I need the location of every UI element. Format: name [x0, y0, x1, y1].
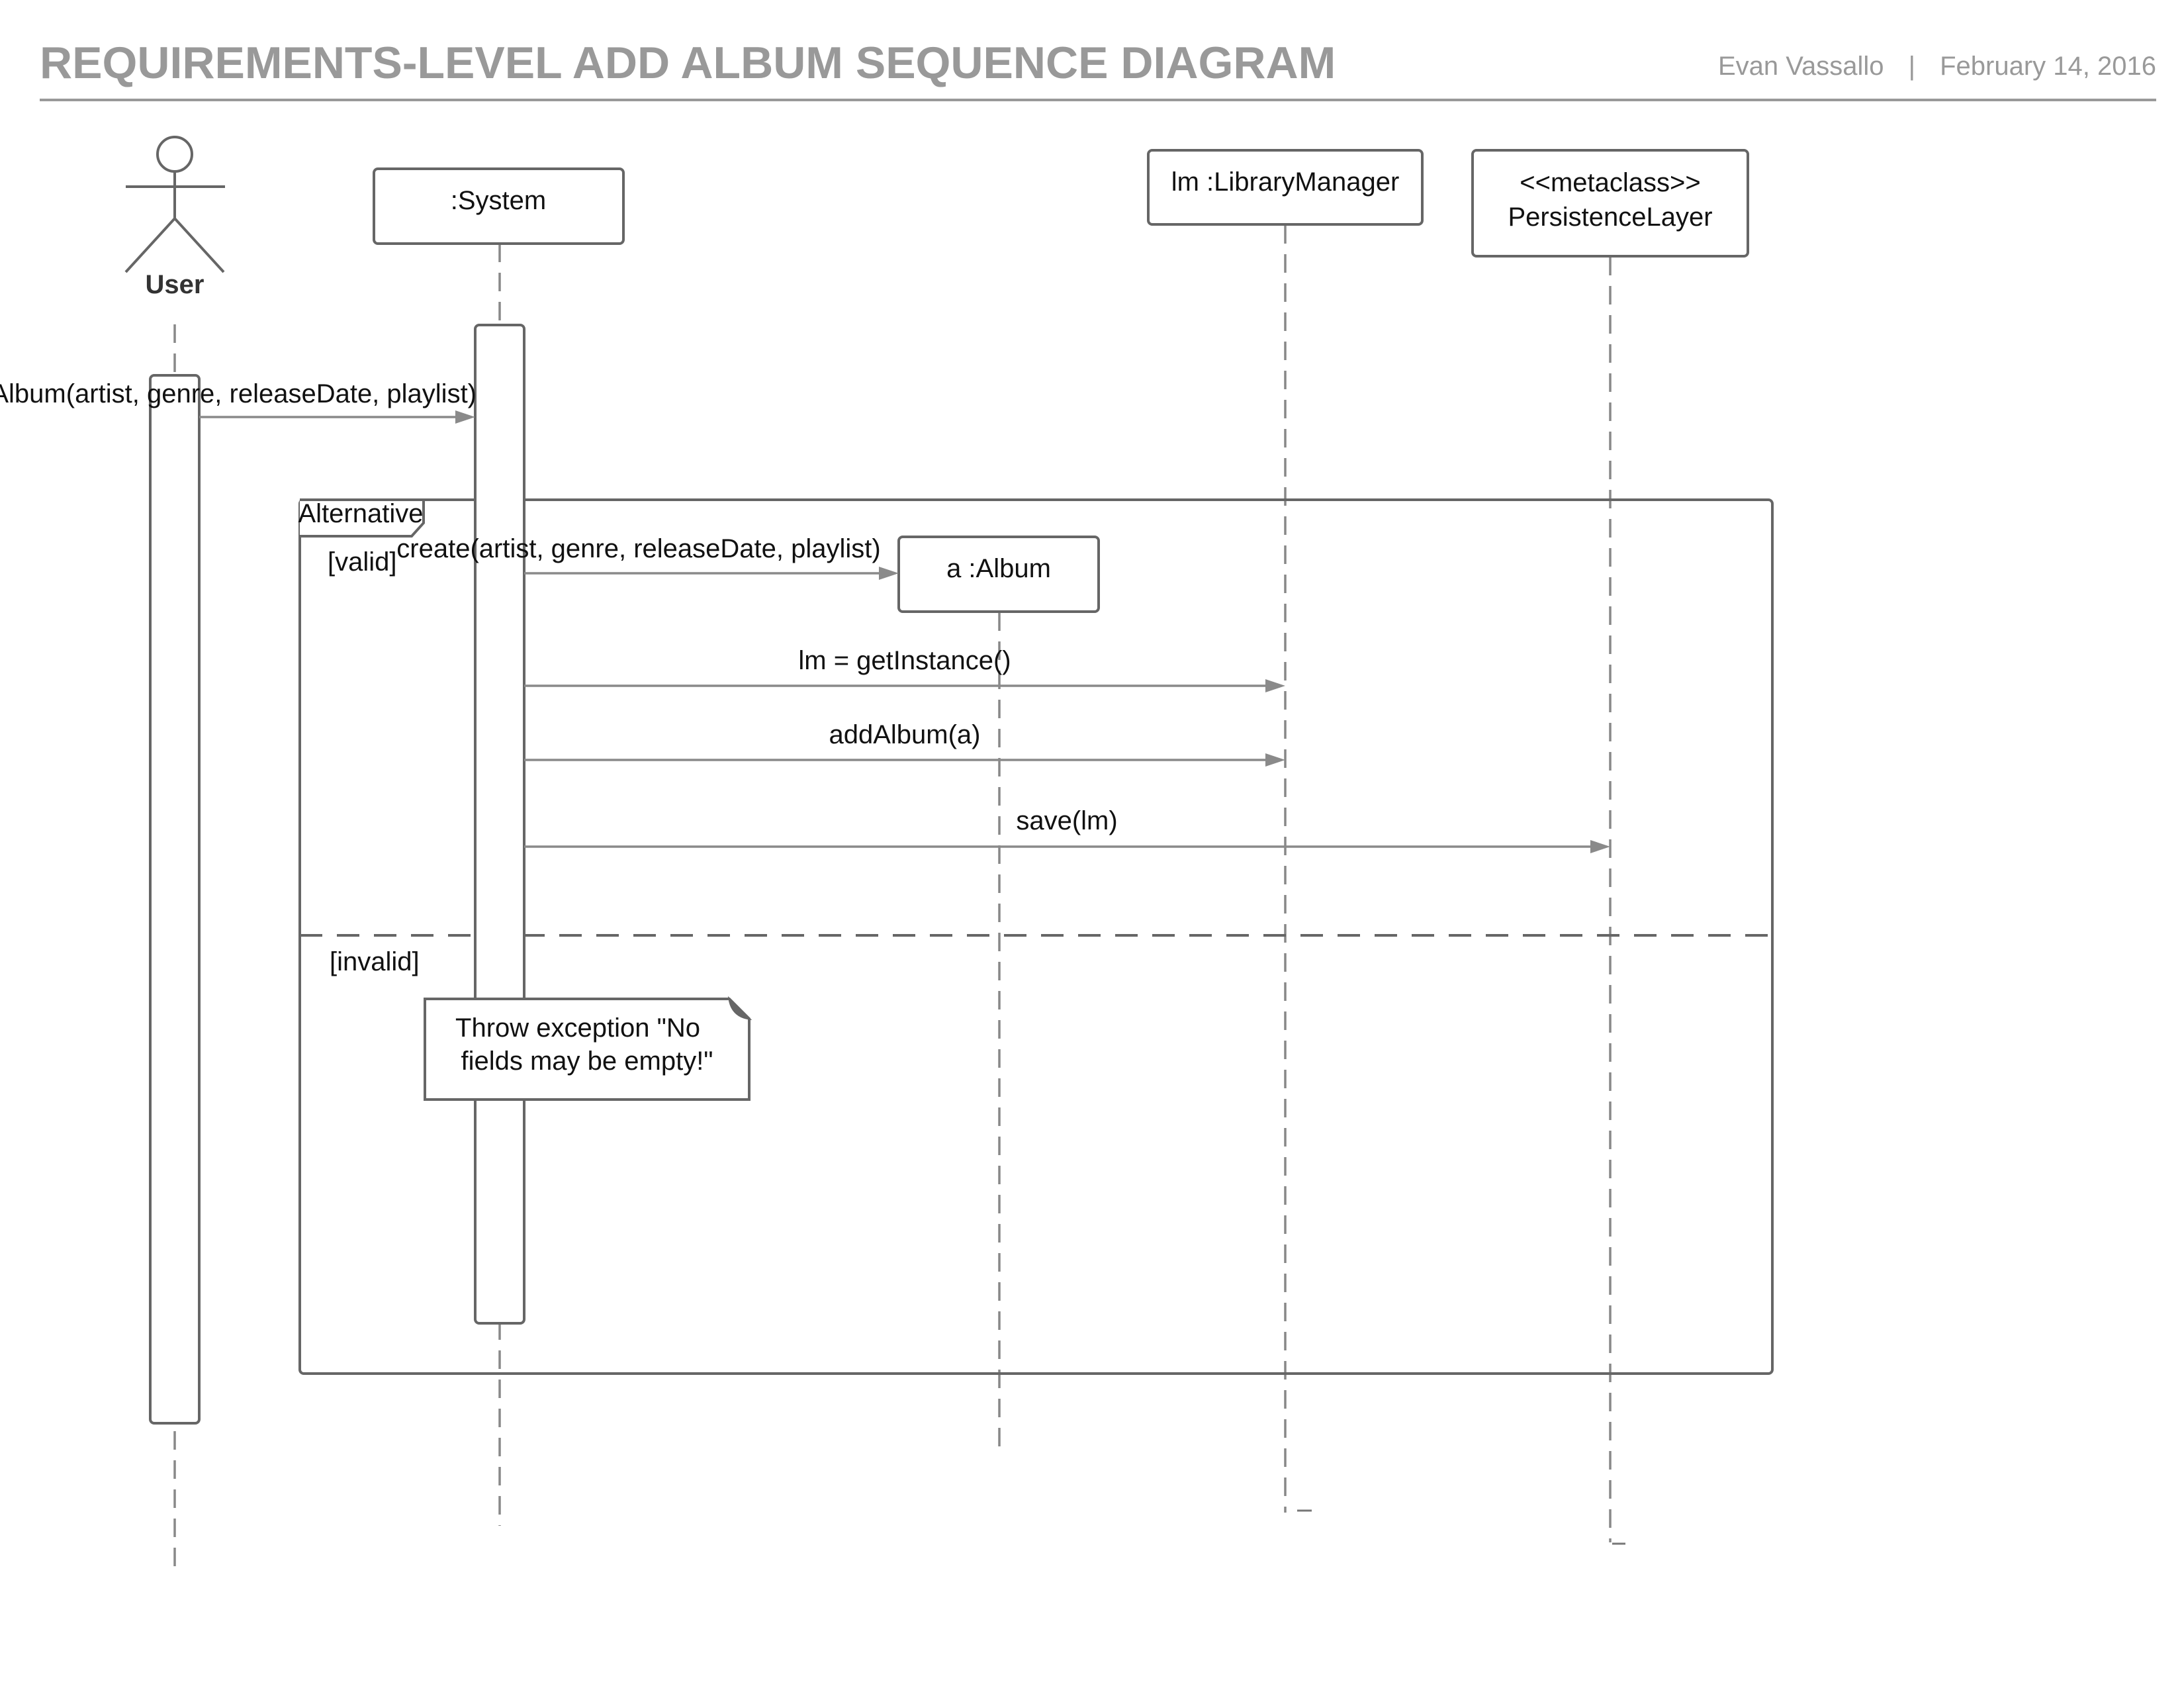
- participant-box: [373, 167, 625, 245]
- participant-label: a :Album: [946, 554, 1051, 583]
- arrowhead: [1590, 840, 1610, 853]
- exception-note: Throw exception "No fields may be empty!…: [424, 996, 752, 1101]
- note-folded-corner: [727, 996, 752, 1021]
- guard-invalid: [invalid]: [330, 947, 420, 976]
- participant-album: a :Album: [897, 536, 1100, 613]
- header-meta: Evan Vassallo | February 14, 2016: [1718, 52, 2156, 81]
- message-add-album: addAlbum(artist, genre, releaseDate, pla…: [0, 379, 477, 424]
- arrowhead: [455, 410, 475, 424]
- user-actor: User: [124, 136, 225, 299]
- message-add-album-a: addAlbum(a): [524, 720, 1285, 767]
- message-label: create(artist, genre, releaseDate, playl…: [396, 534, 880, 563]
- participant-label: lm :LibraryManager: [1171, 167, 1400, 197]
- message-label: lm = getInstance(): [798, 646, 1011, 675]
- message-label: addAlbum(a): [829, 720, 980, 749]
- user-activation-bar: [149, 374, 201, 1425]
- participant-label: :System: [451, 186, 546, 215]
- note-text-line-2: fields may be empty!": [461, 1047, 713, 1076]
- stereotype-label: <<metaclass>>: [1520, 168, 1701, 197]
- page-title: REQUIREMENTS-LEVEL ADD ALBUM SEQUENCE DI…: [40, 38, 1336, 88]
- note-text-line-1: Throw exception "No: [455, 1013, 700, 1043]
- message-save: save(lm): [524, 806, 1610, 853]
- participant-box: [1471, 149, 1749, 258]
- message-label: addAlbum(artist, genre, releaseDate, pla…: [0, 379, 477, 408]
- header-separator: |: [1909, 52, 1915, 81]
- author-name: Evan Vassallo: [1718, 52, 1884, 81]
- message-get-instance: lm = getInstance(): [524, 646, 1285, 692]
- arrowhead: [1265, 679, 1285, 692]
- message-create: create(artist, genre, releaseDate, playl…: [396, 534, 899, 580]
- participant-library-manager: lm :LibraryManager: [1147, 149, 1424, 226]
- system-activation-bar: [474, 324, 525, 1325]
- header-date: February 14, 2016: [1940, 52, 2156, 81]
- note-body: [424, 998, 751, 1101]
- message-label: save(lm): [1016, 806, 1117, 835]
- actor-icon: [124, 136, 225, 273]
- alternative-fragment: Alternative [valid] [invalid]: [298, 498, 1774, 1375]
- participant-box: [897, 536, 1100, 613]
- arrowhead: [1265, 753, 1285, 767]
- actor-label-user: User: [146, 270, 205, 299]
- participant-persistence-layer: <<metaclass>> PersistenceLayer: [1471, 149, 1749, 258]
- guard-valid: [valid]: [328, 547, 397, 577]
- arrowhead: [879, 567, 899, 580]
- participant-system: :System: [373, 167, 625, 245]
- participant-box: [1147, 149, 1424, 226]
- fragment-operator-tab: [300, 498, 425, 538]
- participant-label: PersistenceLayer: [1508, 203, 1712, 232]
- fragment-operator-label: Alternative: [298, 499, 424, 528]
